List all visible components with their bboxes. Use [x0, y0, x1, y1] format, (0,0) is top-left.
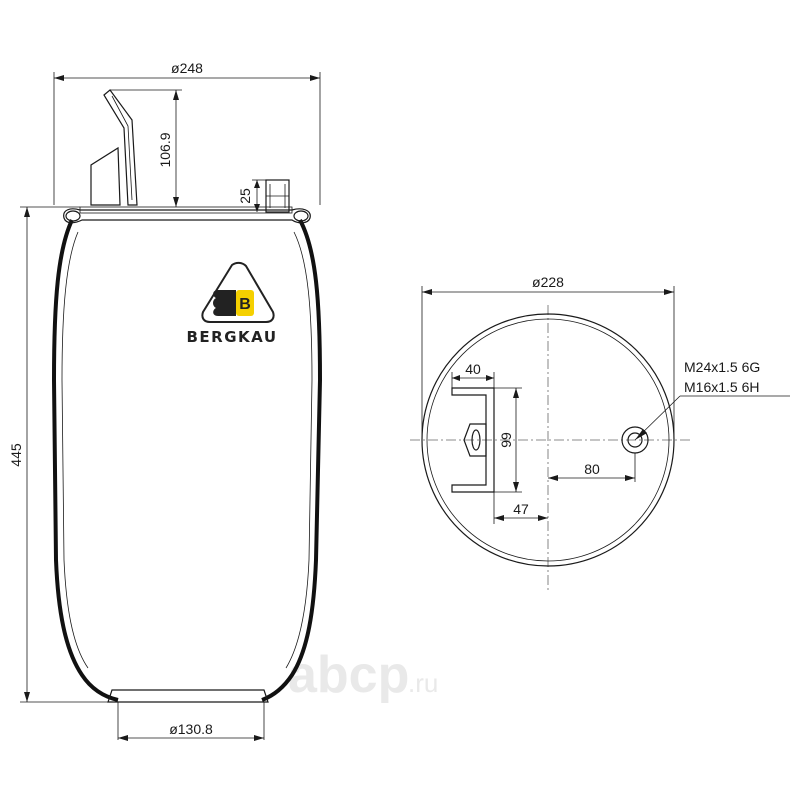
watermark: abcp .ru — [288, 646, 438, 704]
bracket-height-label: 106.9 — [157, 132, 173, 167]
dim-stud-height: 25 — [237, 179, 268, 212]
logo-letter: B — [239, 296, 251, 313]
bracket-length-label: 99 — [498, 432, 514, 448]
dim-bracket-offset: 47 — [493, 492, 548, 524]
thread-label-1: M24x1.5 6G — [684, 359, 760, 375]
overall-height-label: 445 — [8, 443, 24, 467]
side-view: ø248 106.9 25 445 — [8, 60, 323, 741]
threaded-stud — [265, 179, 290, 213]
logo-mark — [213, 290, 236, 316]
bellows-outline-left — [51, 219, 119, 702]
top-view: ø228 40 99 80 — [410, 274, 790, 592]
stud-height-label: 25 — [237, 188, 253, 204]
bottom-diameter-label: ø130.8 — [169, 721, 213, 737]
brand-logo: B BERGKAU — [187, 261, 278, 346]
thread-callout: M24x1.5 6G M16x1.5 6H — [634, 359, 790, 441]
dim-bracket-length: 99 — [494, 387, 522, 493]
dim-bottom-diameter: ø130.8 — [118, 721, 264, 741]
bracket-top-view — [451, 387, 495, 493]
top-plate-bead — [63, 208, 311, 224]
bracket-width-label: 40 — [465, 361, 481, 377]
dim-bracket-height: 106.9 — [110, 89, 182, 207]
logo-yellow-block — [236, 290, 254, 316]
brand-name: BERGKAU — [187, 328, 278, 346]
bellows-inner-left — [61, 231, 89, 669]
dim-top-diameter: ø248 — [53, 60, 321, 205]
mounting-bracket — [90, 89, 138, 206]
bellows-outline-right — [261, 219, 323, 702]
dim-plate-diameter: ø228 — [421, 274, 675, 440]
piston-base — [107, 689, 269, 703]
top-plate — [79, 206, 293, 214]
dim-stud-offset: 80 — [548, 453, 636, 482]
bead-left — [65, 210, 81, 222]
plate-inner — [426, 318, 670, 562]
stud-inner — [627, 432, 643, 448]
bellows-inner-right — [285, 231, 313, 669]
bead-right — [293, 210, 309, 222]
watermark-text: abcp — [288, 646, 409, 704]
watermark-suffix: .ru — [408, 668, 438, 698]
stud-offset-label: 80 — [584, 461, 600, 477]
dim-overall-height: 445 — [8, 206, 108, 703]
dim-bracket-width: 40 — [451, 361, 495, 388]
plate-diameter-label: ø228 — [532, 274, 564, 290]
thread-label-2: M16x1.5 6H — [684, 379, 759, 395]
bracket-offset-label: 47 — [513, 501, 529, 517]
top-diameter-label: ø248 — [171, 60, 203, 76]
